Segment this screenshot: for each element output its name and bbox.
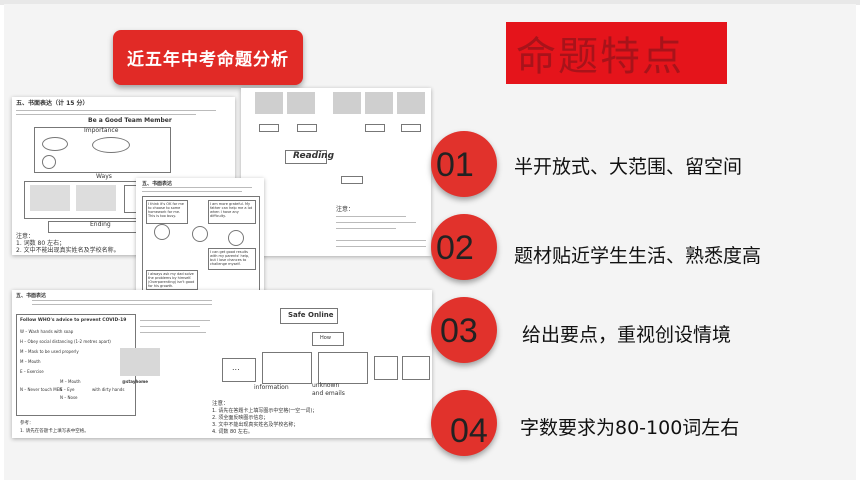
feature-num-1: 01 bbox=[436, 146, 474, 184]
doc4-row-2: H – Obey social distancing (1-2 metres a… bbox=[20, 339, 111, 344]
doc4-note-3: 3. 文中不能出现真实姓名及学校名称； bbox=[212, 422, 299, 428]
doc1-note-1: 1. 词数 80 左右； bbox=[16, 240, 66, 247]
feature-num-2: 02 bbox=[436, 229, 474, 267]
doc4-men-e: E – Eye bbox=[60, 387, 75, 392]
doc4-tail: with dirty hands bbox=[92, 387, 125, 392]
doc1-label-ways: Ways bbox=[96, 173, 112, 180]
analysis-banner: 近五年中考命题分析 bbox=[113, 30, 303, 85]
doc4-row-5: E – Exercise bbox=[20, 369, 44, 374]
doc2-speech-1: I think it's OK for me to choose to some… bbox=[148, 202, 184, 218]
doc4-heading: 五、书面表达 bbox=[16, 293, 47, 299]
doc4-bottom: 参考： bbox=[20, 421, 34, 426]
doc4-row-3: M – Mask to be used properly bbox=[20, 349, 79, 354]
doc4-bottom-2: 1. 请先在答题卡上填写表中空格。 bbox=[20, 429, 89, 434]
doc4-table-title: Follow WHO's advice to prevent COVID-19 bbox=[20, 318, 127, 323]
doc2-speech-4: I always ask my dad solve the problems b… bbox=[148, 272, 195, 288]
doc4-note-1: 1. 请先在答题卡上填写图示中空格(一空一词)； bbox=[212, 408, 318, 414]
doc4-notes-label: 注意： bbox=[212, 401, 229, 407]
feature-circle-1 bbox=[431, 131, 497, 197]
feature-circle-2 bbox=[431, 214, 497, 280]
exam-doc-3: Reading 注意： bbox=[241, 88, 431, 256]
doc1-label-importance: Importance bbox=[84, 127, 119, 134]
doc4-men-n: N – Nose bbox=[60, 395, 78, 400]
top-bar bbox=[0, 0, 860, 5]
doc2-speech-3: I can get good results with my parents' … bbox=[210, 250, 250, 266]
feature-text-2: 题材贴近学生生活、熟悉度高 bbox=[514, 245, 762, 267]
doc4-chat-title: Safe Online bbox=[288, 311, 334, 319]
feature-num-4: 04 bbox=[450, 412, 488, 450]
feature-num-3: 03 bbox=[440, 312, 478, 350]
doc4-node-unknown: unknown and emails bbox=[312, 382, 345, 397]
doc3-reading-label: Reading bbox=[293, 151, 335, 161]
doc4-row-6: N – Never touch MEN bbox=[20, 387, 63, 392]
doc1-note-2: 2. 文中不能出现真实姓名及学校名称。 bbox=[16, 247, 120, 254]
doc3-note-label: 注意： bbox=[336, 206, 355, 213]
doc4-row-4: M – Mouth bbox=[20, 359, 41, 364]
doc4-row-1: W – Wash hands with soap bbox=[20, 329, 74, 334]
doc4-hashtag: @stayhome bbox=[122, 379, 148, 384]
doc4-note-4: 4. 词数 80 左右。 bbox=[212, 429, 253, 435]
doc1-notes-label: 注意： bbox=[16, 233, 35, 240]
section-title: 命题特点 bbox=[506, 22, 727, 84]
feature-circle-3 bbox=[431, 297, 497, 363]
doc4-node-how: How bbox=[320, 335, 331, 341]
feature-text-4: 字数要求为80-100词左右 bbox=[520, 417, 740, 439]
feature-text-1: 半开放式、大范围、留空间 bbox=[514, 156, 743, 178]
exam-doc-2: 五、书面表达 I think it's OK for me to choose … bbox=[136, 178, 264, 298]
doc4-note-2: 2. 须全面反映图示信息； bbox=[212, 415, 269, 421]
doc1-heading: 五、书面表达（计 15 分） bbox=[16, 100, 89, 107]
exam-doc-4: 五、书面表达 Follow WHO's advice to prevent CO… bbox=[12, 290, 432, 438]
doc4-node-info: information bbox=[254, 384, 289, 391]
feature-text-3: 给出要点，重视创设情境 bbox=[522, 324, 732, 346]
doc1-title: Be a Good Team Member bbox=[88, 117, 172, 124]
feature-circle-4 bbox=[431, 390, 497, 456]
doc2-heading: 五、书面表达 bbox=[142, 181, 173, 187]
doc2-speech-2: I am more grateful. My father can help m… bbox=[210, 202, 253, 218]
doc4-men-m: M – Mouth bbox=[60, 379, 81, 384]
doc1-label-ending: Ending bbox=[90, 221, 111, 228]
